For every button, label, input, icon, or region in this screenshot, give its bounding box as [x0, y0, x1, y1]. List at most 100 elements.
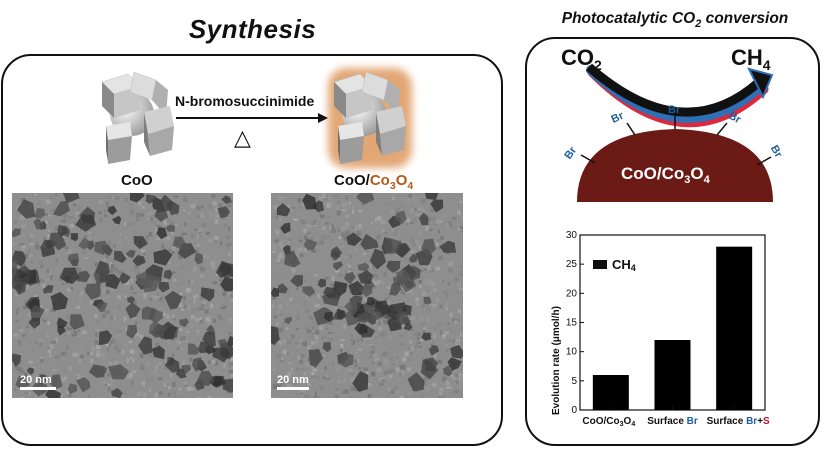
- tem-noise: [324, 276, 329, 280]
- tem-noise: [397, 378, 401, 381]
- nanoparticle: [111, 387, 124, 398]
- tem-noise: [362, 252, 367, 255]
- tem-noise: [293, 252, 299, 257]
- tem-noise: [439, 392, 443, 396]
- tem-noise: [421, 193, 424, 196]
- nanoparticle: [447, 357, 462, 372]
- tem-noise: [299, 368, 305, 371]
- tem-noise: [412, 196, 416, 202]
- nanoparticle: [405, 280, 414, 289]
- nanoparticle: [352, 371, 369, 392]
- tem-noise: [110, 225, 115, 229]
- tem-noise: [325, 274, 330, 278]
- tem-noise: [452, 318, 455, 323]
- bar-2: [654, 340, 691, 410]
- tem-noise: [191, 299, 195, 302]
- tem-noise: [90, 351, 94, 356]
- tem-noise: [340, 343, 344, 349]
- tem-noise: [439, 330, 442, 335]
- conversion-arrow: [586, 63, 762, 117]
- tem-noise: [117, 270, 123, 275]
- nanoparticle: [333, 308, 344, 320]
- tem-noise: [370, 379, 373, 383]
- tem-noise: [106, 347, 110, 352]
- tem-noise: [278, 331, 282, 335]
- tem-noise: [16, 248, 21, 252]
- x-label-part: Br: [746, 416, 757, 427]
- tem-noise: [334, 395, 339, 398]
- x-label-part: 3: [620, 421, 624, 428]
- tem-noise: [369, 355, 373, 358]
- tem-noise: [381, 228, 385, 233]
- tem-noise: [50, 275, 53, 281]
- tem-noise: [42, 285, 46, 288]
- tem-noise: [62, 234, 67, 239]
- tem-noise: [417, 266, 422, 271]
- tem-noise: [83, 287, 87, 291]
- nanoparticle: [12, 259, 18, 270]
- tem-noise: [290, 385, 294, 389]
- tem-noise: [39, 342, 42, 347]
- tem-noise: [54, 369, 60, 373]
- tem-noise: [106, 292, 110, 297]
- tem-noise: [224, 323, 227, 326]
- tem-noise: [290, 334, 295, 339]
- tem-noise: [117, 295, 122, 300]
- nanoparticle: [42, 285, 54, 294]
- tem-noise: [350, 345, 355, 351]
- tem-noise: [186, 225, 191, 228]
- tem-noise: [337, 380, 341, 383]
- tem-noise: [178, 255, 183, 260]
- tem-noise: [278, 274, 284, 280]
- tem-noise: [130, 278, 134, 284]
- tem-noise: [338, 305, 344, 309]
- tem-noise: [433, 288, 437, 292]
- tem-noise: [39, 305, 43, 309]
- tem-noise: [342, 193, 346, 197]
- chart-bars: [592, 246, 753, 410]
- tem-noise: [332, 276, 335, 281]
- nanoparticle: [164, 357, 180, 373]
- tem-noise: [89, 300, 94, 305]
- tem-noise: [141, 381, 146, 386]
- tem-noise: [418, 269, 424, 273]
- tem-noise: [88, 237, 92, 242]
- tem-noise: [60, 351, 66, 356]
- tem-noise: [114, 397, 118, 398]
- nanoparticle: [323, 286, 336, 299]
- tem-noise: [65, 216, 68, 220]
- coo-label: CoO: [121, 172, 153, 189]
- nanoparticle: [127, 296, 136, 304]
- nanoparticle: [395, 311, 411, 325]
- tem-noise: [350, 340, 353, 344]
- tem-noise: [450, 224, 453, 229]
- tem-noise: [377, 279, 381, 285]
- tem-noise: [408, 340, 413, 344]
- tem-noise: [182, 302, 186, 305]
- product-ch4: CH4: [731, 45, 771, 73]
- tem-noise: [116, 348, 121, 354]
- tem-noise: [21, 220, 24, 225]
- tem-noise: [287, 356, 291, 359]
- tem-noise: [305, 326, 308, 330]
- tem-noise: [88, 277, 92, 282]
- tem-noise: [106, 373, 110, 377]
- tem-noise: [363, 367, 369, 372]
- tem-noise: [271, 297, 277, 300]
- tem-noise: [353, 350, 357, 354]
- tem-noise: [149, 297, 153, 301]
- tem-noise: [23, 371, 29, 376]
- tem-noise: [443, 358, 449, 364]
- tem-noise: [277, 384, 282, 388]
- tem-noise: [193, 295, 197, 299]
- tem-noise: [353, 359, 358, 364]
- tem-noise: [207, 396, 211, 398]
- tem-image-coo-co3o4: [271, 193, 463, 398]
- tem-noise: [386, 392, 391, 397]
- tem-noise: [407, 289, 413, 294]
- tem-noise: [65, 251, 69, 254]
- tem-noise: [66, 326, 70, 331]
- tem-noise: [211, 359, 216, 364]
- tem-noise: [146, 212, 151, 217]
